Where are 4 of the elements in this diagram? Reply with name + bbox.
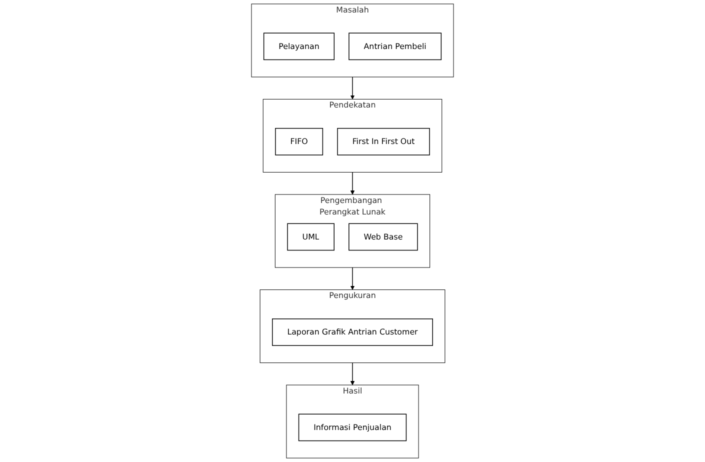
arrow	[350, 362, 355, 386]
arrow	[350, 267, 355, 290]
arrow	[350, 172, 355, 195]
arrow	[350, 76, 355, 100]
